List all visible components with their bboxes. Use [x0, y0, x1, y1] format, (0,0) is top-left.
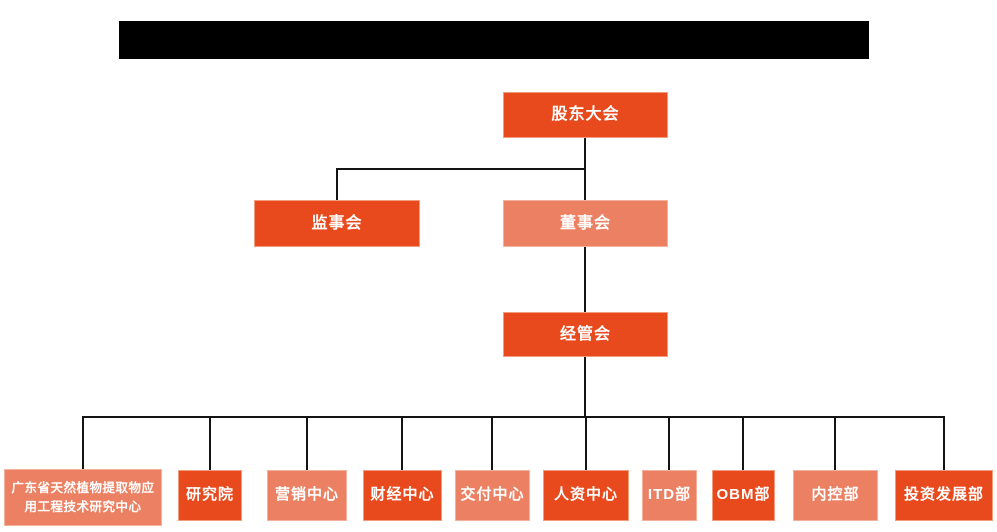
- node-dept-hr-center: 人资中心: [543, 470, 629, 521]
- node-dept-research-center: 广东省天然植物提取物应用工程技术研究中心: [4, 469, 162, 526]
- node-label: 人资中心: [553, 486, 618, 504]
- node-label: OBM部: [716, 486, 771, 504]
- title-redacted-bar: [119, 21, 869, 59]
- node-dept-internal-control: 内控部: [793, 470, 878, 521]
- node-dept-itd: ITD部: [642, 470, 697, 521]
- node-label: 经管会: [559, 325, 611, 343]
- node-board-of-directors: 董事会: [503, 200, 668, 247]
- connector-department-bus: [82, 416, 945, 418]
- node-dept-investment-development: 投资发展部: [895, 470, 993, 521]
- connector-drop-1: [82, 417, 84, 470]
- node-label: 研究院: [185, 486, 234, 504]
- node-label: 股东大会: [551, 106, 620, 124]
- connector-level2-horizontal: [336, 168, 586, 170]
- connector-drop-9: [834, 417, 836, 470]
- connector-drop-2: [209, 417, 211, 470]
- node-label: 广东省天然植物提取物应用工程技术研究中心: [11, 480, 155, 514]
- connector-to-supervisory: [336, 168, 338, 200]
- connector-drop-5: [491, 417, 493, 470]
- node-label: 财经中心: [370, 486, 435, 504]
- node-label: 监事会: [311, 214, 363, 232]
- connector-drop-4: [401, 417, 403, 470]
- node-dept-research-institute: 研究院: [178, 470, 242, 521]
- node-supervisory-board: 监事会: [254, 200, 420, 247]
- connector-drop-3: [306, 417, 308, 470]
- connector-board-to-management: [584, 246, 586, 312]
- node-dept-delivery-center: 交付中心: [455, 470, 530, 521]
- node-label: 投资发展部: [903, 486, 984, 504]
- node-label: 内控部: [811, 486, 860, 504]
- node-label: 董事会: [559, 214, 611, 232]
- node-label: 营销中心: [274, 486, 339, 504]
- node-dept-finance-center: 财经中心: [363, 470, 442, 521]
- connector-drop-7: [668, 417, 670, 470]
- node-dept-marketing-center: 营销中心: [267, 470, 347, 521]
- node-label: 交付中心: [460, 486, 525, 504]
- node-management-committee: 经管会: [503, 312, 668, 357]
- node-shareholders-meeting: 股东大会: [503, 92, 668, 138]
- connector-management-to-bus: [584, 356, 586, 417]
- connector-drop-6: [585, 417, 587, 470]
- node-label: ITD部: [647, 486, 692, 504]
- connector-drop-8: [742, 417, 744, 470]
- connector-drop-10: [943, 417, 945, 470]
- node-dept-obm: OBM部: [712, 470, 775, 521]
